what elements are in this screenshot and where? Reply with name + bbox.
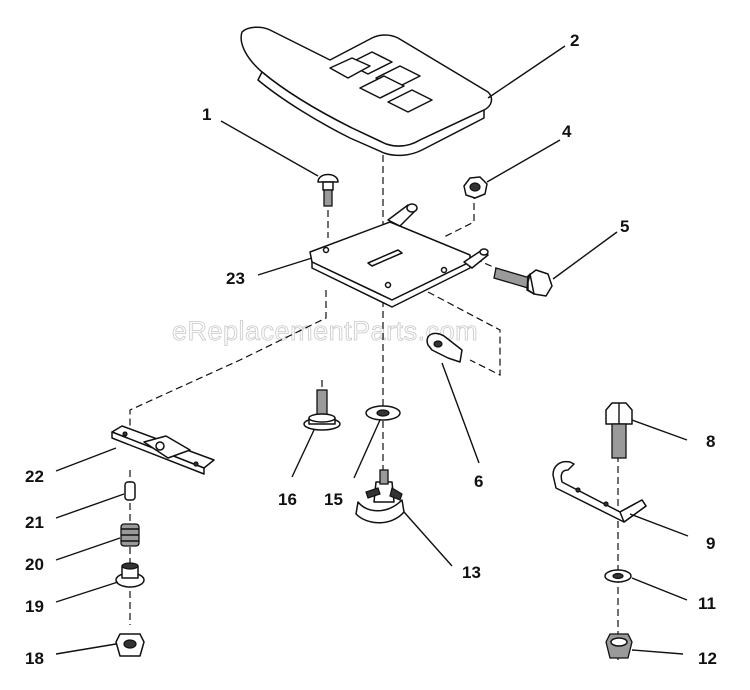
callout-labels: 1 2 4 5 23 6 8 9 11 12 13 15 16 22 21 20… xyxy=(25,31,717,668)
callout-5: 5 xyxy=(620,217,629,236)
callout-20: 20 xyxy=(25,555,44,574)
adjustment-knob-part xyxy=(355,469,405,524)
lock-washer-part xyxy=(604,569,632,583)
shoulder-bolt-part xyxy=(303,389,341,431)
callout-23: 23 xyxy=(226,269,245,288)
pin-part xyxy=(124,481,136,501)
callout-11: 11 xyxy=(698,594,716,613)
callout-15: 15 xyxy=(324,490,343,509)
leader-lines xyxy=(55,45,689,655)
bushing-part xyxy=(115,562,145,588)
callout-1: 1 xyxy=(202,105,211,124)
callout-16: 16 xyxy=(278,490,297,509)
carriage-bolt-part xyxy=(317,173,339,207)
slide-bracket-part xyxy=(111,425,215,475)
callout-13: 13 xyxy=(462,563,481,582)
callout-12: 12 xyxy=(698,649,717,668)
callout-21: 21 xyxy=(25,513,44,532)
callout-8: 8 xyxy=(706,432,715,451)
hex-nut-part xyxy=(463,176,488,199)
watermark-text: eReplacementParts.com xyxy=(172,316,478,346)
seat-part xyxy=(240,26,493,157)
washer-part xyxy=(365,405,401,421)
callout-6: 6 xyxy=(474,472,483,491)
bracket-part xyxy=(552,460,647,523)
callout-2: 2 xyxy=(570,31,579,50)
callout-4: 4 xyxy=(562,122,572,141)
callout-19: 19 xyxy=(25,597,44,616)
hex-bolt-part xyxy=(605,402,633,459)
callout-9: 9 xyxy=(706,534,715,553)
nut-part-18 xyxy=(115,633,145,657)
callout-22: 22 xyxy=(25,467,44,486)
nut-part-12 xyxy=(605,633,633,659)
flange-bolt-part xyxy=(493,267,553,297)
clip-part xyxy=(426,332,463,363)
spring-part xyxy=(120,523,140,547)
callout-18: 18 xyxy=(25,649,44,668)
seat-plate-part xyxy=(309,203,489,308)
